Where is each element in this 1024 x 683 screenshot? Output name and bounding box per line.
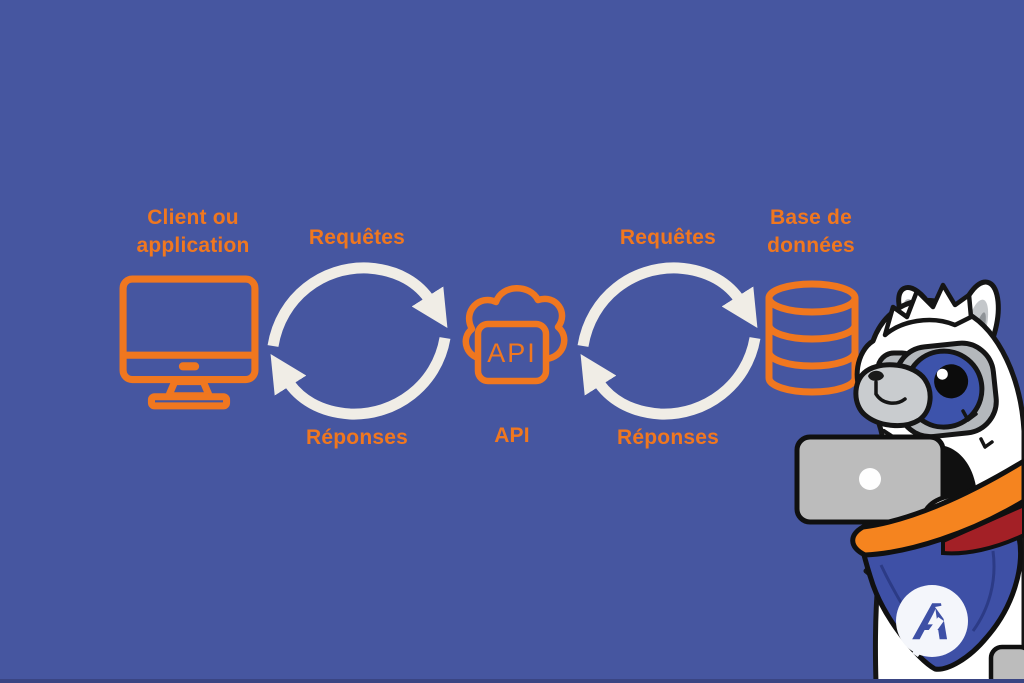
llama-nose — [868, 370, 884, 381]
cycle-arrows-right-icon — [577, 262, 761, 420]
api-label: API — [494, 424, 530, 447]
cycle-arrows-left-icon — [267, 262, 451, 420]
llama-muzzle — [853, 362, 933, 429]
monitor-button — [178, 362, 200, 371]
llama-mouth — [874, 380, 907, 405]
client-label: Client ou application — [103, 204, 283, 260]
client-label-line1: Client ou — [147, 206, 239, 229]
client-label-line2: application — [136, 234, 250, 257]
laptop-logo-dot — [859, 468, 881, 490]
response-label-right: Réponses — [617, 426, 719, 449]
llama-hair-tuft — [882, 282, 974, 338]
database-label: Base de données — [731, 204, 891, 260]
bandana: A — [860, 528, 1024, 672]
response-arrow-left — [270, 336, 451, 420]
logo-letter: A — [911, 593, 951, 651]
llama-neck-fur-marks — [961, 409, 994, 449]
api-cloud-icon-text: API — [487, 338, 537, 368]
llama-developer-mascot: A — [794, 279, 1024, 683]
request-label-left: Requêtes — [308, 226, 406, 249]
api-cloud-icon: API — [462, 285, 568, 385]
arrow-a-logo-icon: A — [896, 585, 968, 658]
laptop-icon — [794, 434, 946, 525]
database-cylinder-icon — [765, 280, 859, 396]
llama-foot — [988, 644, 1024, 683]
scarf-icon — [850, 458, 1024, 558]
database-label-line1: Base de — [770, 206, 852, 229]
bottom-edge-strip — [0, 679, 1024, 683]
response-label-left: Réponses — [306, 426, 408, 449]
database-label-line2: données — [767, 234, 855, 257]
request-arrow-left — [267, 262, 448, 348]
monitor-icon — [119, 275, 259, 410]
request-arrow-right — [577, 262, 758, 348]
request-label-right: Requêtes — [619, 226, 717, 249]
response-arrow-right — [580, 336, 761, 420]
